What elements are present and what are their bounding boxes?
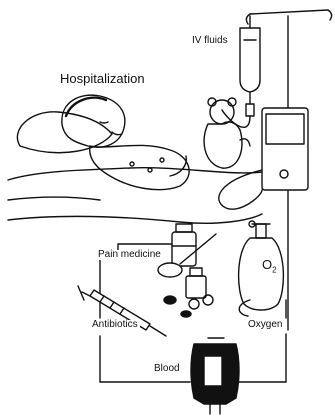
o2-letter: O: [262, 257, 272, 272]
iv-bag: [222, 16, 260, 127]
iv-fluids-label: IV fluids: [192, 36, 228, 46]
teddy-bear: [204, 98, 250, 168]
o2-subscript: 2: [272, 266, 276, 275]
blood-bag: [191, 338, 239, 414]
pain-medicine-label: Pain medicine: [96, 250, 163, 260]
patient-child: [62, 95, 189, 190]
o2-tank-label: O2: [262, 258, 277, 275]
oxygen-label: Oxygen: [246, 320, 284, 330]
antibiotics-label: Antibiotics: [90, 320, 140, 330]
pain-medicine-bottle: [158, 224, 216, 317]
blood-label: Blood: [152, 364, 182, 374]
illustration-title: Hospitalization: [60, 72, 145, 85]
